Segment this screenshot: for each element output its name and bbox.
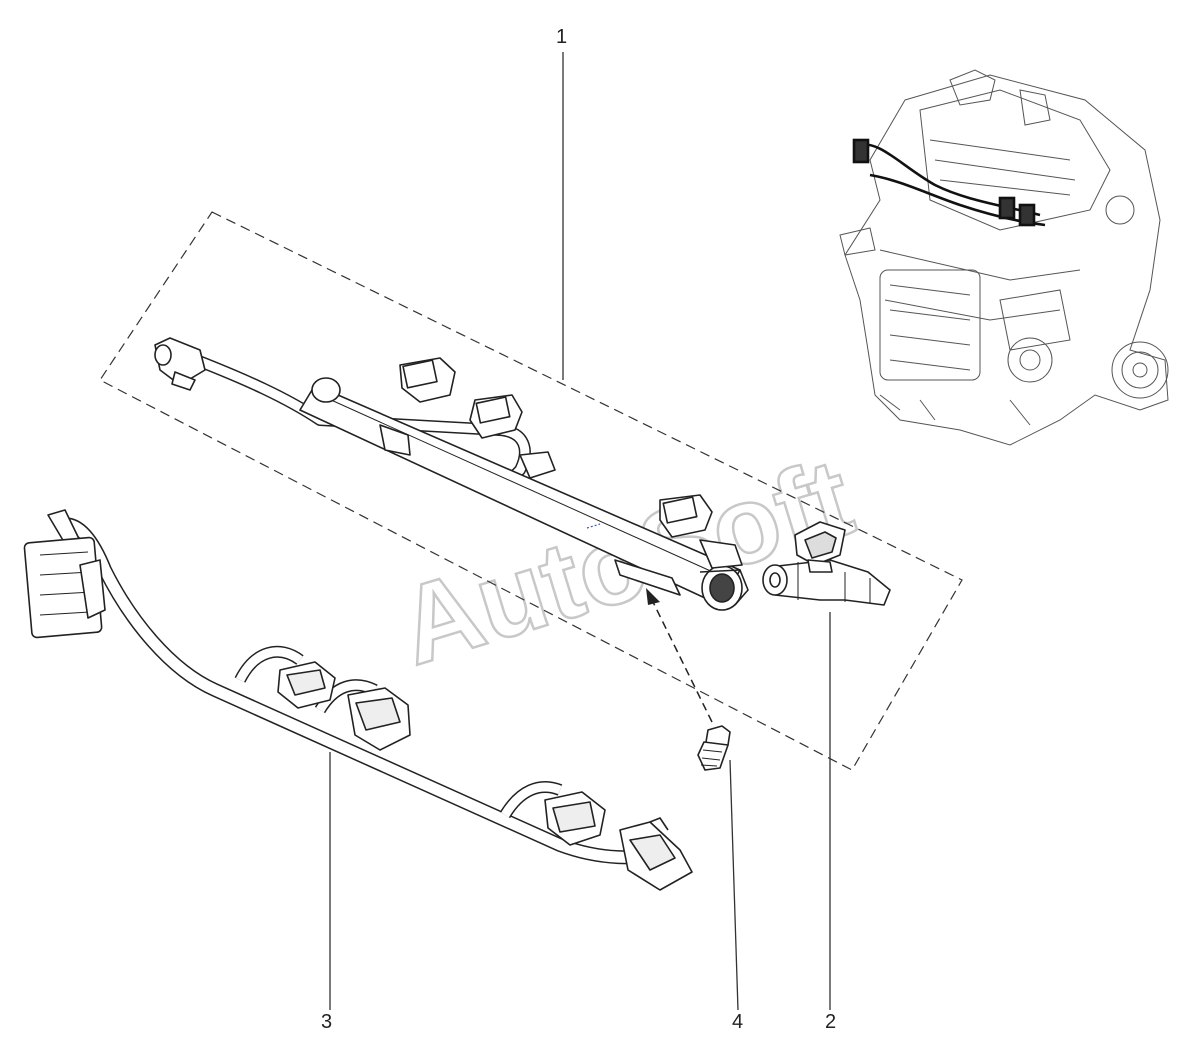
assembly-boundary (99, 211, 963, 771)
callout-number-4: 4 (732, 1011, 744, 1033)
callout-number-3: 3 (321, 1011, 333, 1033)
fuel-injector (762, 521, 891, 606)
callout-number-1: 1 (556, 26, 568, 48)
leader-lines (329, 52, 831, 1011)
mounting-bolt (697, 725, 731, 771)
fuel-rail-assembly (154, 337, 749, 611)
injector-wiring-harness (23, 509, 693, 891)
leader-line-4 (729, 759, 739, 1011)
engine-illustration (839, 69, 1169, 446)
installation-arrow (646, 588, 713, 723)
callout-number-2: 2 (825, 1011, 837, 1033)
engine-highlight-wiring (852, 138, 1046, 227)
